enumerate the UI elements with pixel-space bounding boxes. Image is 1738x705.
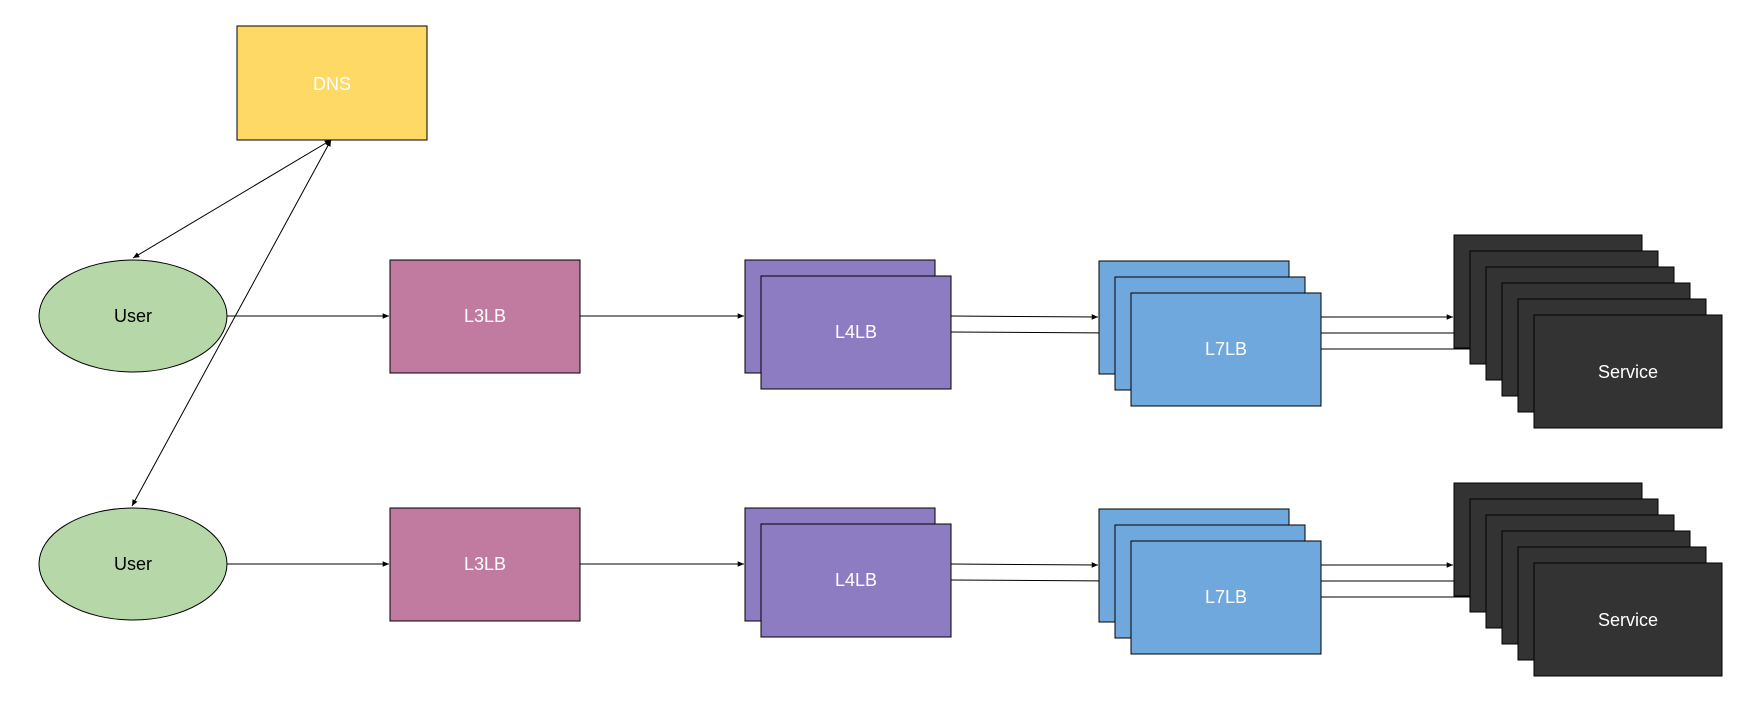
l4-l7-arrow-1 — [950, 562, 1099, 568]
l7lb-box-front — [1130, 292, 1322, 407]
l3lb-box — [389, 259, 581, 374]
l7lb-label: L7LB — [1205, 339, 1247, 359]
dns-label: DNS — [313, 74, 351, 94]
l3lb-label: L3LB — [464, 554, 506, 574]
l7lb-node: L7LB — [1098, 260, 1322, 407]
user-node: User — [38, 507, 228, 621]
l3lb-box — [389, 507, 581, 622]
l4-l7-arrow-1 — [950, 314, 1099, 320]
l4lb-box-front — [760, 523, 952, 638]
dns-user1-arrow — [132, 139, 332, 259]
service-node: Service — [1453, 482, 1723, 677]
l4lb-node: L4LB — [744, 259, 952, 390]
l7lb-box-front — [1130, 540, 1322, 655]
service-box-6 — [1533, 562, 1723, 677]
l4lb-box-front — [760, 275, 952, 390]
row-1: User L3LB L4LB L7LB — [38, 234, 1723, 429]
l3lb-node: L3LB — [389, 507, 581, 622]
l7lb-node: L7LB — [1098, 508, 1322, 655]
row-2: User L3LB L4LB L7LB — [38, 482, 1723, 677]
dns-node: DNS — [236, 25, 428, 141]
user-node: User — [38, 259, 228, 373]
dns-box — [236, 25, 428, 141]
service-node: Service — [1453, 234, 1723, 429]
service-box-6 — [1533, 314, 1723, 429]
l4lb-node: L4LB — [744, 507, 952, 638]
service-label: Service — [1598, 610, 1658, 630]
l7lb-label: L7LB — [1205, 587, 1247, 607]
l3lb-label: L3LB — [464, 306, 506, 326]
dns-user2-arrow — [131, 139, 332, 507]
service-label: Service — [1598, 362, 1658, 382]
l4lb-label: L4LB — [835, 570, 877, 590]
l3lb-node: L3LB — [389, 259, 581, 374]
user-label: User — [114, 306, 152, 326]
user-label: User — [114, 554, 152, 574]
l4-l7-arrow-2 — [950, 330, 1115, 336]
l4lb-label: L4LB — [835, 322, 877, 342]
l4-l7-arrow-2 — [950, 578, 1115, 584]
